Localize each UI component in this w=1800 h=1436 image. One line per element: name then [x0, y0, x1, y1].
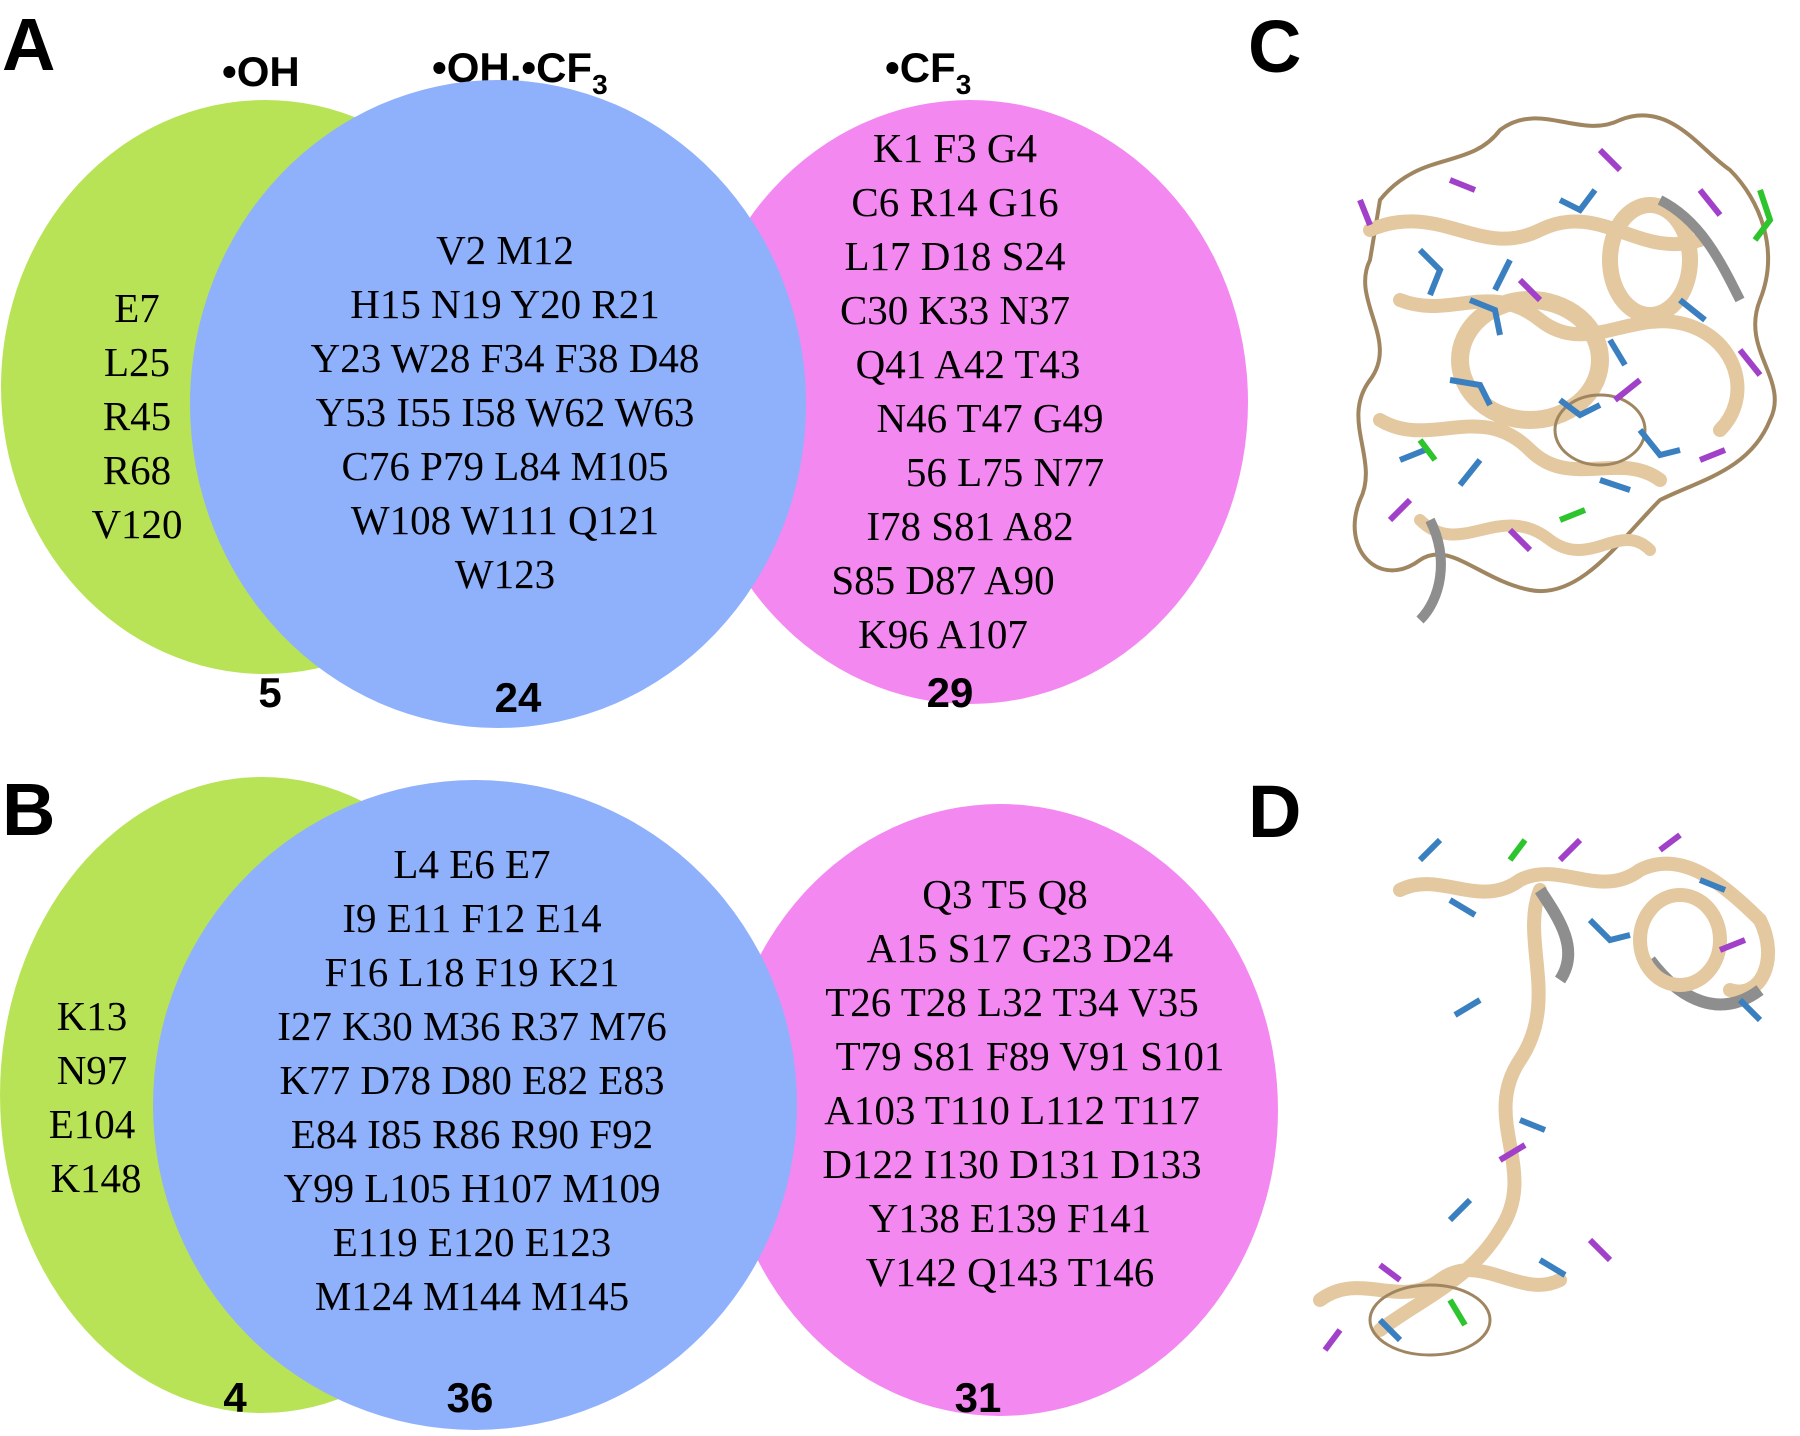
panel-b-cf3-residues: Q3 T5 Q8 A15 S17 G23 D24 T26 T28 L32 T34…: [822, 871, 1224, 1295]
residue-line: L17 D18 S24: [845, 233, 1066, 279]
residue-line: V142 Q143 T146: [866, 1249, 1155, 1295]
panel-a-both-count: 24: [495, 674, 542, 721]
residue-line: F16 L18 F19 K21: [324, 949, 619, 995]
residue-line: L25: [104, 339, 170, 385]
residue-line: I9 E11 F12 E14: [342, 895, 601, 941]
residue-line: Y138 E139 F141: [869, 1195, 1151, 1241]
protein-structure-c: [1352, 113, 1777, 624]
residue-line: C6 R14 G16: [851, 179, 1058, 225]
panel-b-oh-count: 4: [223, 1374, 247, 1421]
panel-d: D: [1248, 770, 1775, 1357]
residue-line: T26 T28 L32 T34 V35: [825, 979, 1199, 1025]
residue-line: D122 I130 D131 D133: [822, 1141, 1201, 1187]
panel-b-both-residues: L4 E6 E7 I9 E11 F12 E14 F16 L18 F19 K21 …: [277, 841, 667, 1319]
residue-line: C30 K33 N37: [840, 287, 1070, 333]
panel-c: C: [1248, 5, 1777, 624]
residue-line: N46 T47 G49: [876, 395, 1103, 441]
residue-line: R68: [103, 447, 171, 493]
panel-a-both-circle: [190, 80, 806, 728]
residue-line: V2 M12: [436, 227, 574, 273]
panel-b-both-count: 36: [447, 1374, 494, 1421]
panel-c-letter: C: [1248, 5, 1301, 88]
residue-line: E104: [49, 1101, 136, 1147]
residue-line: K77 D78 D80 E82 E83: [280, 1057, 665, 1103]
residue-line: R45: [103, 393, 171, 439]
residue-line: V120: [91, 501, 182, 547]
residue-line: W123: [455, 551, 555, 597]
residue-line: A15 S17 G23 D24: [867, 925, 1173, 971]
panel-a-oh-count: 5: [258, 669, 281, 716]
residue-line: E84 I85 R86 R90 F92: [291, 1111, 653, 1157]
panel-b-letter: B: [2, 768, 55, 851]
residue-line: K13: [57, 993, 128, 1039]
residue-line: W108 W111 Q121: [351, 497, 659, 543]
residue-line: S85 D87 A90: [831, 557, 1054, 603]
residue-line: Y23 W28 F34 F38 D48: [311, 335, 700, 381]
residue-line: L4 E6 E7: [393, 841, 550, 887]
residue-line: I27 K30 M36 R37 M76: [277, 1003, 667, 1049]
residue-line: K1 F3 G4: [873, 125, 1037, 171]
panel-a-oh-header: •OH: [222, 48, 300, 95]
residue-line: E119 E120 E123: [333, 1219, 612, 1265]
residue-line: Q41 A42 T43: [856, 341, 1081, 387]
residue-line: K148: [50, 1155, 141, 1201]
panel-b-oh-residues: K13 N97 E104 K148: [49, 993, 142, 1201]
panel-a-cf3-circle: [692, 100, 1248, 704]
residue-line: Q3 T5 Q8: [922, 871, 1088, 917]
panel-b-cf3-circle: [722, 804, 1278, 1416]
residue-line: H15 N19 Y20 R21: [350, 281, 659, 327]
panel-a-cf3-residues: K1 F3 G4 C6 R14 G16 L17 D18 S24 C30 K33 …: [831, 125, 1104, 657]
protein-structure-d: [1313, 832, 1775, 1357]
residue-line: I78 S81 A82: [866, 503, 1073, 549]
panel-a-both-residues: V2 M12 H15 N19 Y20 R21 Y23 W28 F34 F38 D…: [311, 227, 700, 597]
panel-d-letter: D: [1248, 770, 1301, 853]
residue-line: M124 M144 M145: [315, 1273, 629, 1319]
panel-a-oh-residues: E7 L25 R45 R68 V120: [91, 285, 182, 547]
panel-a-letter: A: [2, 3, 55, 86]
residue-line: K96 A107: [858, 611, 1028, 657]
panel-b: B K13 N97 E104 K148 4 L4 E6 E7 I9 E11 F1…: [0, 768, 1278, 1430]
panel-a-cf3-header: •CF3: [885, 44, 971, 100]
residue-line: Y99 L105 H107 M109: [284, 1165, 661, 1211]
panel-b-cf3-count: 31: [955, 1374, 1002, 1421]
residue-line: C76 P79 L84 M105: [342, 443, 669, 489]
residue-line: A103 T110 L112 T117: [824, 1087, 1199, 1133]
residue-line: T79 S81 F89 V91 S101: [836, 1033, 1225, 1079]
residue-line: Y53 I55 I58 W62 W63: [316, 389, 695, 435]
residue-line: 56 L75 N77: [906, 449, 1104, 495]
panel-b-both-circle: [153, 780, 797, 1430]
residue-line: N97: [57, 1047, 128, 1093]
panel-a-cf3-count: 29: [927, 669, 974, 716]
panel-a: A •OH •OH,•CF3 •CF3 E7 L25 R45 R68 V120 …: [1, 3, 1248, 728]
residue-line: E7: [114, 285, 160, 331]
